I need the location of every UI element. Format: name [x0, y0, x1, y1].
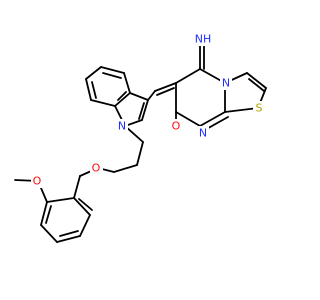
- ring-nitrogen-atom: N: [220, 76, 232, 90]
- bond: [246, 72, 267, 89]
- bond-layer: [14, 43, 267, 243]
- ring-n-label: N: [222, 77, 230, 90]
- label-backdrop: [220, 76, 232, 90]
- bond: [59, 230, 79, 237]
- label-backdrop: [116, 119, 128, 133]
- carbonyl-o-label: O: [172, 120, 181, 133]
- ether-oxygen-atom: O: [90, 161, 103, 175]
- sulfur-atom: S: [253, 101, 265, 115]
- molecule-structure: NH N N S O N O O: [14, 32, 267, 243]
- atom-label-layer: NH N N S O N O O: [31, 32, 265, 188]
- bond: [175, 68, 201, 84]
- bond: [73, 175, 81, 199]
- indole-n-label: N: [118, 120, 126, 133]
- bond: [147, 90, 156, 101]
- methoxy-o-label: O: [33, 175, 42, 188]
- bond: [248, 78, 265, 92]
- imine-atom: NH: [193, 32, 215, 46]
- bond: [129, 92, 149, 101]
- bond: [73, 197, 91, 216]
- indole-nitrogen-atom: N: [116, 119, 128, 133]
- bond: [136, 141, 144, 166]
- bond: [45, 205, 52, 224]
- label-backdrop: [169, 119, 182, 133]
- bond: [40, 201, 48, 226]
- bond: [117, 91, 127, 101]
- bond: [224, 107, 259, 113]
- bond: [46, 197, 75, 203]
- bond: [56, 235, 81, 243]
- bond: [85, 66, 102, 80]
- carbonyl-oxygen-atom: O: [169, 119, 182, 133]
- bond: [123, 72, 131, 94]
- label-backdrop: [31, 174, 44, 188]
- pyrimidine-nitrogen-atom: N: [197, 126, 209, 140]
- label-backdrop: [90, 161, 103, 175]
- bond: [78, 198, 93, 211]
- label-backdrop: [193, 32, 215, 46]
- bond: [90, 99, 116, 107]
- molecule-canvas: NH N N S O N O O: [14, 32, 267, 243]
- bond: [85, 78, 92, 101]
- bond: [199, 111, 226, 127]
- label-backdrop: [253, 101, 265, 115]
- bond: [102, 72, 122, 79]
- label-backdrop: [197, 126, 209, 140]
- bond: [113, 164, 138, 173]
- pyrimidine-n-label: N: [199, 127, 207, 140]
- bond: [40, 224, 58, 243]
- bond: [154, 82, 177, 92]
- methoxy-oxygen-atom: O: [31, 174, 44, 188]
- bond: [79, 214, 91, 237]
- bond: [114, 92, 131, 107]
- sulfur-label: S: [256, 102, 263, 115]
- ether-o-label: O: [92, 162, 101, 175]
- bond: [138, 102, 145, 120]
- bond: [141, 99, 149, 121]
- imine-label: NH: [195, 33, 212, 46]
- bond: [175, 111, 201, 127]
- bond: [100, 66, 125, 74]
- bond: [91, 81, 97, 99]
- bond: [156, 87, 175, 96]
